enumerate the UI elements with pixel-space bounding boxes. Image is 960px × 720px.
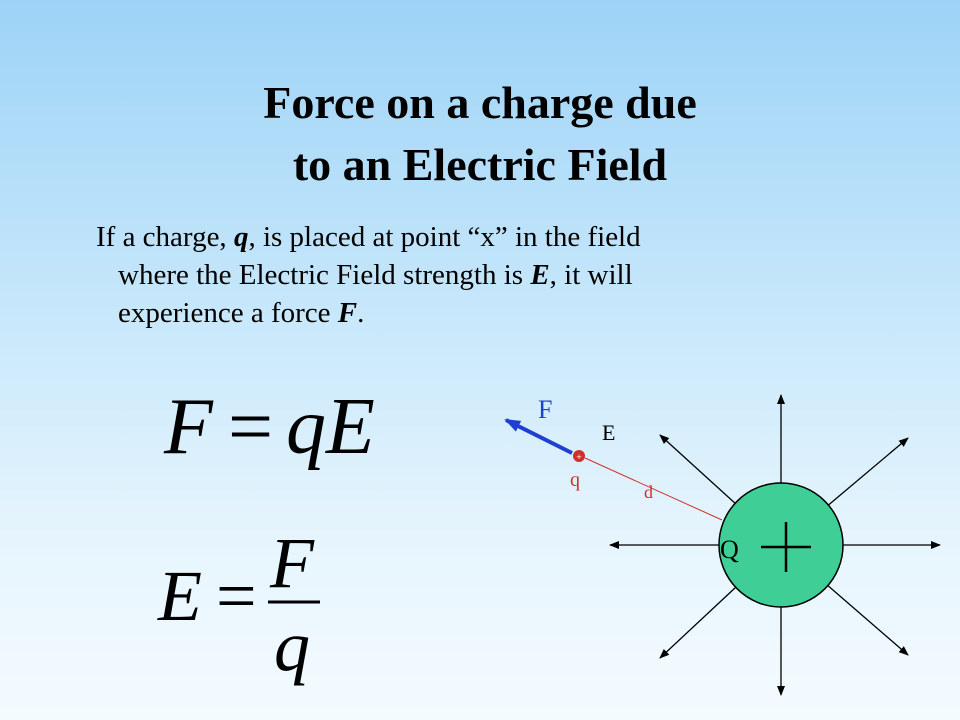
eq2-numerator: F [269,525,315,603]
test-charge-label: q [570,469,580,491]
test-charge [573,450,585,462]
force-arrow [504,418,573,455]
field-diagram: Q + F E q d [504,394,941,696]
field-label: E [602,420,615,445]
equation-force: F = qE [163,385,375,471]
body-line-3: experience a force F. [118,297,365,329]
slide-title: Force on a charge due to an Electric Fie… [0,72,960,196]
equation-field: E = F q [157,525,320,686]
force-symbol: F [337,297,358,329]
eq2-equals: = [216,556,257,636]
source-charge-sphere [718,482,844,608]
explanation-text: If a charge, q, is placed at point “x” i… [96,218,856,332]
title-line-1: Force on a charge due [263,77,697,128]
force-label: F [538,395,552,424]
body-line-1: If a charge, q, is placed at point “x” i… [96,221,641,253]
test-charge-sign: + [576,453,582,461]
source-charge-label: Q [720,535,739,564]
distance-line [584,457,723,521]
charge-symbol: q [233,221,249,253]
distance-label: d [644,482,653,502]
eq1-rhs: qE [286,385,375,471]
field-symbol: E [530,259,550,291]
plus-sign-icon [761,522,811,572]
eq2-denominator: q [274,606,310,686]
eq2-lhs: E [157,556,202,636]
eq1-lhs: F [163,385,214,471]
eq1-equals: = [228,385,273,471]
title-line-2: to an Electric Field [292,139,668,190]
body-line-2: where the Electric Field strength is E, … [118,259,633,291]
